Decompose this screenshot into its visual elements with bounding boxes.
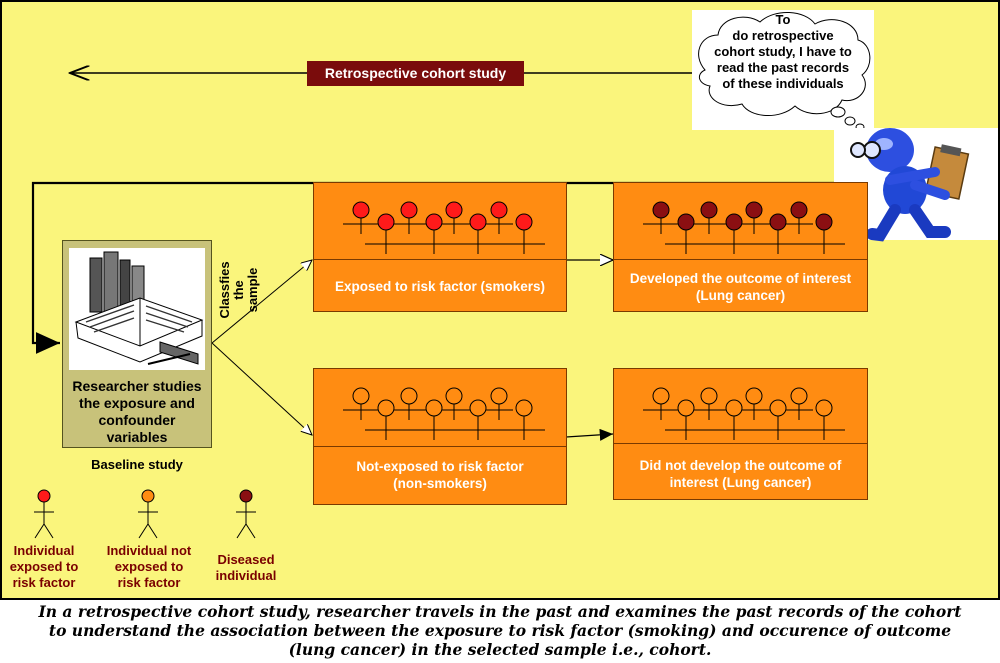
classifies-label: Classfies the sample: [217, 261, 260, 319]
retrospective-banner: Retrospective cohort study: [307, 61, 524, 86]
classify-arrow-bottom: [211, 342, 312, 435]
label-developed: Developed the outcome of interest (Lung …: [629, 271, 852, 303]
research-description: Researcher studies the exposure and conf…: [72, 378, 202, 445]
thought-text: To do retrospective cohort study, I have…: [714, 12, 852, 91]
legend-label-exposed: Individual exposed to risk factor: [9, 543, 79, 590]
legend-label-diseased: Diseased individual: [215, 552, 277, 583]
baseline-label: Baseline study: [91, 457, 183, 472]
figure-caption: In a retrospective cohort study, researc…: [38, 602, 962, 659]
classify-arrow-top: [211, 260, 312, 344]
diagram-graphics: [31, 10, 998, 441]
legend-label-not-exposed: Individual not exposed to risk factor: [106, 543, 192, 590]
arrow-notexposed-to-notdeveloped: [565, 428, 614, 441]
label-not-exposed: Not-exposed to risk factor (non-smokers): [356, 459, 524, 491]
thought-cloud-icon: [692, 10, 874, 131]
researcher-robot-icon: [834, 128, 998, 242]
label-exposed: Exposed to risk factor (smokers): [334, 279, 546, 294]
label-not-developed: Did not develop the outcome of interest …: [639, 458, 842, 490]
